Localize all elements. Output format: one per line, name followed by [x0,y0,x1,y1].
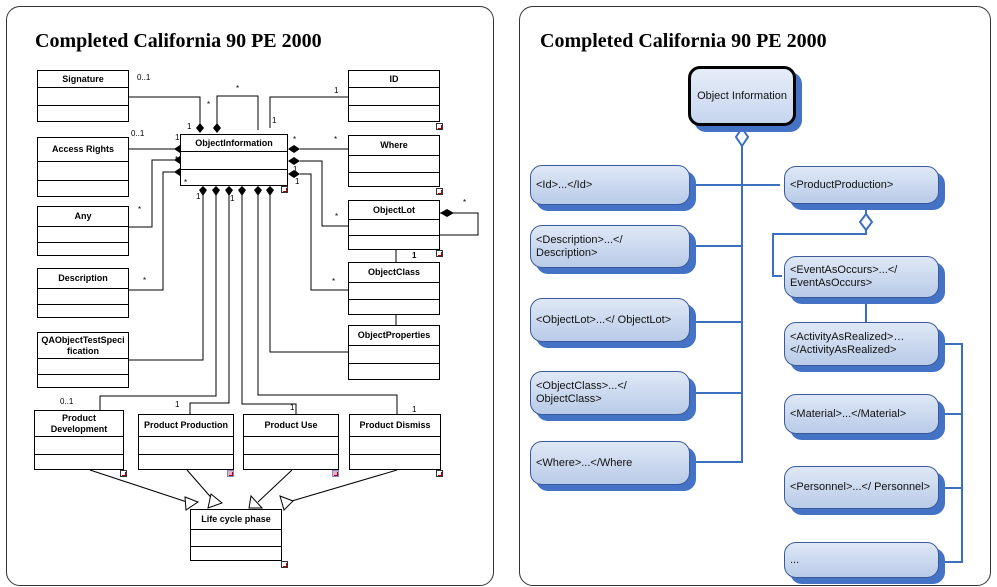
class-name: Product Use [244,415,338,437]
node-label: <ProductProduction> [790,178,894,191]
class-product-production: Product Production [138,414,234,470]
link-marker-icon [120,470,127,477]
multiplicity-label: 1 [196,192,201,201]
node-label: <Where>...</Where [536,456,633,469]
multiplicity-label: 1 [230,194,235,203]
multiplicity-label: 1 [295,177,300,186]
node-label: ... [790,553,800,566]
node-label: <EventAsOccurs>...</ EventAsOccurs> [790,264,898,289]
link-marker-icon [436,188,443,195]
class-name: ID [349,71,439,88]
class-name: Product Dismiss [350,415,440,437]
class-name: Description [38,269,128,289]
class-product-use: Product Use [243,414,339,470]
class-product-dismiss: Product Dismiss [349,414,441,470]
xml-node-activityasrealized: <ActivityAsRealized>… </ActivityAsRealiz… [784,322,945,372]
multiplicity-label: 0..1 [137,73,151,82]
multiplicity-label: * [143,276,147,285]
node-label: <ActivityAsRealized>… </ActivityAsRealiz… [790,331,905,356]
class-any: Any [37,206,129,256]
class-name: ObjectLot [349,201,439,220]
multiplicity-label: 1 [334,86,339,95]
class-access-rights: Access Rights [37,137,129,197]
class-name: Any [38,207,128,227]
multiplicity-label: * [293,135,297,144]
class-qa-test-spec: QAObjectTestSpecification [37,332,129,388]
link-marker-icon [281,561,288,568]
xml-node-more: ... [784,542,945,584]
link-marker-icon [436,123,443,130]
class-life-cycle-phase: Life cycle phase [190,509,282,561]
xml-node-productproduction: <ProductProduction> [784,166,945,210]
node-label: Object Information [697,89,787,102]
xml-node-description: <Description>...</ Description> [530,225,696,274]
flag-marker-icon [227,470,234,477]
class-name: Where [349,136,439,156]
link-marker-icon [281,186,288,193]
class-name: Signature [38,71,128,88]
multiplicity-label: 0..1 [60,397,74,406]
multiplicity-label: 1 [412,251,417,260]
xml-node-objectlot: <ObjectLot>...</ ObjectLot> [530,298,696,348]
class-name: ObjectInformation [181,135,287,152]
multiplicity-label: * [184,178,188,187]
multiplicity-label: 1 [272,116,277,125]
multiplicity-label: * [463,198,467,207]
flag-marker-icon [332,470,339,477]
xml-node-objectclass: <ObjectClass>...</ ObjectClass> [530,371,696,421]
class-object-class: ObjectClass [348,262,440,315]
class-name: Access Rights [38,138,128,162]
class-name: Life cycle phase [191,510,281,530]
class-name: QAObjectTestSpecification [38,333,128,359]
class-name: ObjectProperties [349,326,439,346]
link-marker-icon [436,250,443,257]
multiplicity-label: 1 [290,403,295,412]
class-product-development: Product Development [34,410,124,470]
xml-panel-title: Completed California 90 PE 2000 [540,30,827,52]
xml-node-id: <Id>...</Id> [530,165,696,211]
multiplicity-label: * [236,84,240,93]
uml-panel-title: Completed California 90 PE 2000 [35,30,322,52]
class-name: Product Production [139,415,233,437]
class-name: Product Development [35,411,123,437]
multiplicity-label: 1 [175,133,180,142]
class-name: ObjectClass [349,263,439,283]
xml-node-material: <Material>...</Material> [784,394,945,440]
multiplicity-label: 1 [187,122,192,131]
class-description: Description [37,268,129,318]
node-label: <Personnel>...</ Personnel> [790,481,931,493]
node-label: <Description>...</ Description> [536,233,623,259]
class-id: ID [348,70,440,122]
xml-node-eventasoccurs: <EventAsOccurs>...</ EventAsOccurs> [784,256,945,304]
multiplicity-label: * [138,205,142,214]
multiplicity-label: * [207,100,211,109]
node-label: <ObjectLot>...</ ObjectLot> [536,313,672,326]
link-marker-icon [436,470,443,477]
multiplicity-label: * [332,277,336,286]
node-label: <Material>...</Material> [790,407,907,420]
class-object-properties: ObjectProperties [348,325,440,380]
xml-node-where: <Where>...</Where [530,441,696,491]
xml-node-personnel: <Personnel>...</ Personnel> [784,466,945,515]
node-label: <ObjectClass>...</ ObjectClass> [536,380,627,405]
multiplicity-label: 1 [412,405,417,414]
multiplicity-label: 0..1 [131,129,145,138]
xml-root-node: Object Information [688,66,802,132]
multiplicity-label: 1 [175,400,180,409]
multiplicity-label: * [334,135,338,144]
multiplicity-label: * [175,155,179,164]
class-object-information: ObjectInformation [180,134,288,186]
class-signature: Signature [37,70,129,122]
class-where: Where [348,135,440,187]
multiplicity-label: * [335,212,339,221]
node-label: <Id>...</Id> [536,178,593,191]
class-object-lot: ObjectLot [348,200,440,250]
multiplicity-label: 1 [293,165,298,174]
